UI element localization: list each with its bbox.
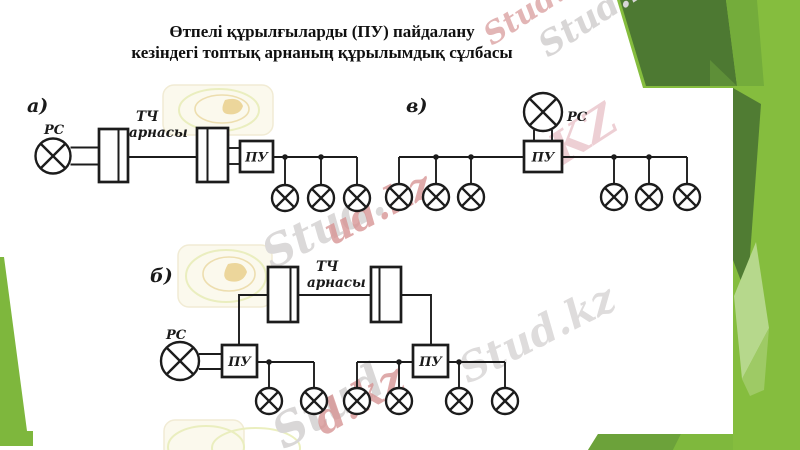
diagram-v-device-label: ПУ bbox=[531, 151, 556, 166]
diagram-a-device-label: ПУ bbox=[244, 151, 269, 166]
diagram-a-channel-label-1: ТЧ bbox=[136, 109, 159, 125]
channel-filter-box bbox=[369, 265, 403, 324]
diagram-a-label: а) bbox=[27, 95, 48, 117]
slide-title-line1: Өтпелі құрылғыларды (ПУ) пайдалану bbox=[169, 22, 475, 41]
channel-filter-box bbox=[97, 127, 130, 184]
transition-device-box bbox=[220, 343, 259, 379]
diagram-b-channel-label-1: ТЧ bbox=[316, 259, 339, 275]
diagram-a: а) РС ТЧ арнасы ПУ bbox=[27, 95, 372, 213]
subscriber-lamp-icon bbox=[384, 182, 414, 212]
subscriber-lamp-icon bbox=[490, 386, 520, 416]
green-decoration-left bbox=[0, 257, 33, 446]
diagram-a-source-label: РС bbox=[43, 123, 65, 138]
diagram-v: в) РС ПУ bbox=[384, 91, 702, 212]
channel-filter-box bbox=[195, 126, 230, 184]
diagram-b-channel-label-2: арнасы bbox=[307, 275, 366, 291]
transition-device-box bbox=[238, 139, 275, 174]
subscriber-lamp-icon bbox=[421, 182, 451, 212]
text-watermarks: Stud.kz Stud.kz KZ Stud. ud.kz Stud.kz S… bbox=[254, 0, 674, 450]
subscriber-lamp-icon bbox=[634, 182, 664, 212]
diagram-b-device-label-left: ПУ bbox=[227, 355, 252, 370]
diagram-b-label: б) bbox=[150, 265, 173, 287]
logo-watermark-bottom bbox=[163, 419, 301, 450]
subscriber-lamp-icon bbox=[599, 182, 629, 212]
diagram-b: б) ТЧ арнасы РС ПУ ПУ bbox=[150, 259, 520, 416]
logo-watermark-middle bbox=[177, 244, 273, 308]
radio-node-lamp-icon bbox=[159, 340, 201, 382]
watermark-text: ud.kz bbox=[316, 161, 440, 254]
slide-title-line2: кезіндегі топтық арнаның құрылымдық сұлб… bbox=[131, 43, 512, 62]
subscriber-lamp-icon bbox=[342, 386, 372, 416]
transition-device-box bbox=[522, 139, 564, 174]
radio-node-lamp-icon bbox=[34, 137, 72, 175]
radio-node-lamp-icon bbox=[522, 91, 564, 133]
subscriber-lamp-icon bbox=[456, 182, 486, 212]
channel-filter-box bbox=[266, 265, 300, 324]
green-decoration-right bbox=[588, 0, 800, 450]
subscriber-lamp-icon bbox=[299, 386, 329, 416]
subscriber-lamp-icon bbox=[342, 183, 372, 213]
subscriber-lamp-icon bbox=[306, 183, 336, 213]
subscriber-lamp-icon bbox=[384, 386, 414, 416]
diagram-v-label: в) bbox=[406, 95, 427, 117]
watermark-text: Stud.kz bbox=[451, 274, 624, 393]
subscriber-lamp-icon bbox=[270, 183, 300, 213]
diagram-b-source-label: РС bbox=[165, 328, 187, 343]
subscriber-lamp-icon bbox=[444, 386, 474, 416]
diagram-b-device-label-right: ПУ bbox=[418, 355, 443, 370]
diagram-a-channel-label-2: арнасы bbox=[129, 125, 188, 141]
subscriber-lamp-icon bbox=[254, 386, 284, 416]
subscriber-lamp-icon bbox=[672, 182, 702, 212]
transition-device-box bbox=[411, 343, 450, 379]
diagram-v-source-label: РС bbox=[566, 110, 588, 125]
